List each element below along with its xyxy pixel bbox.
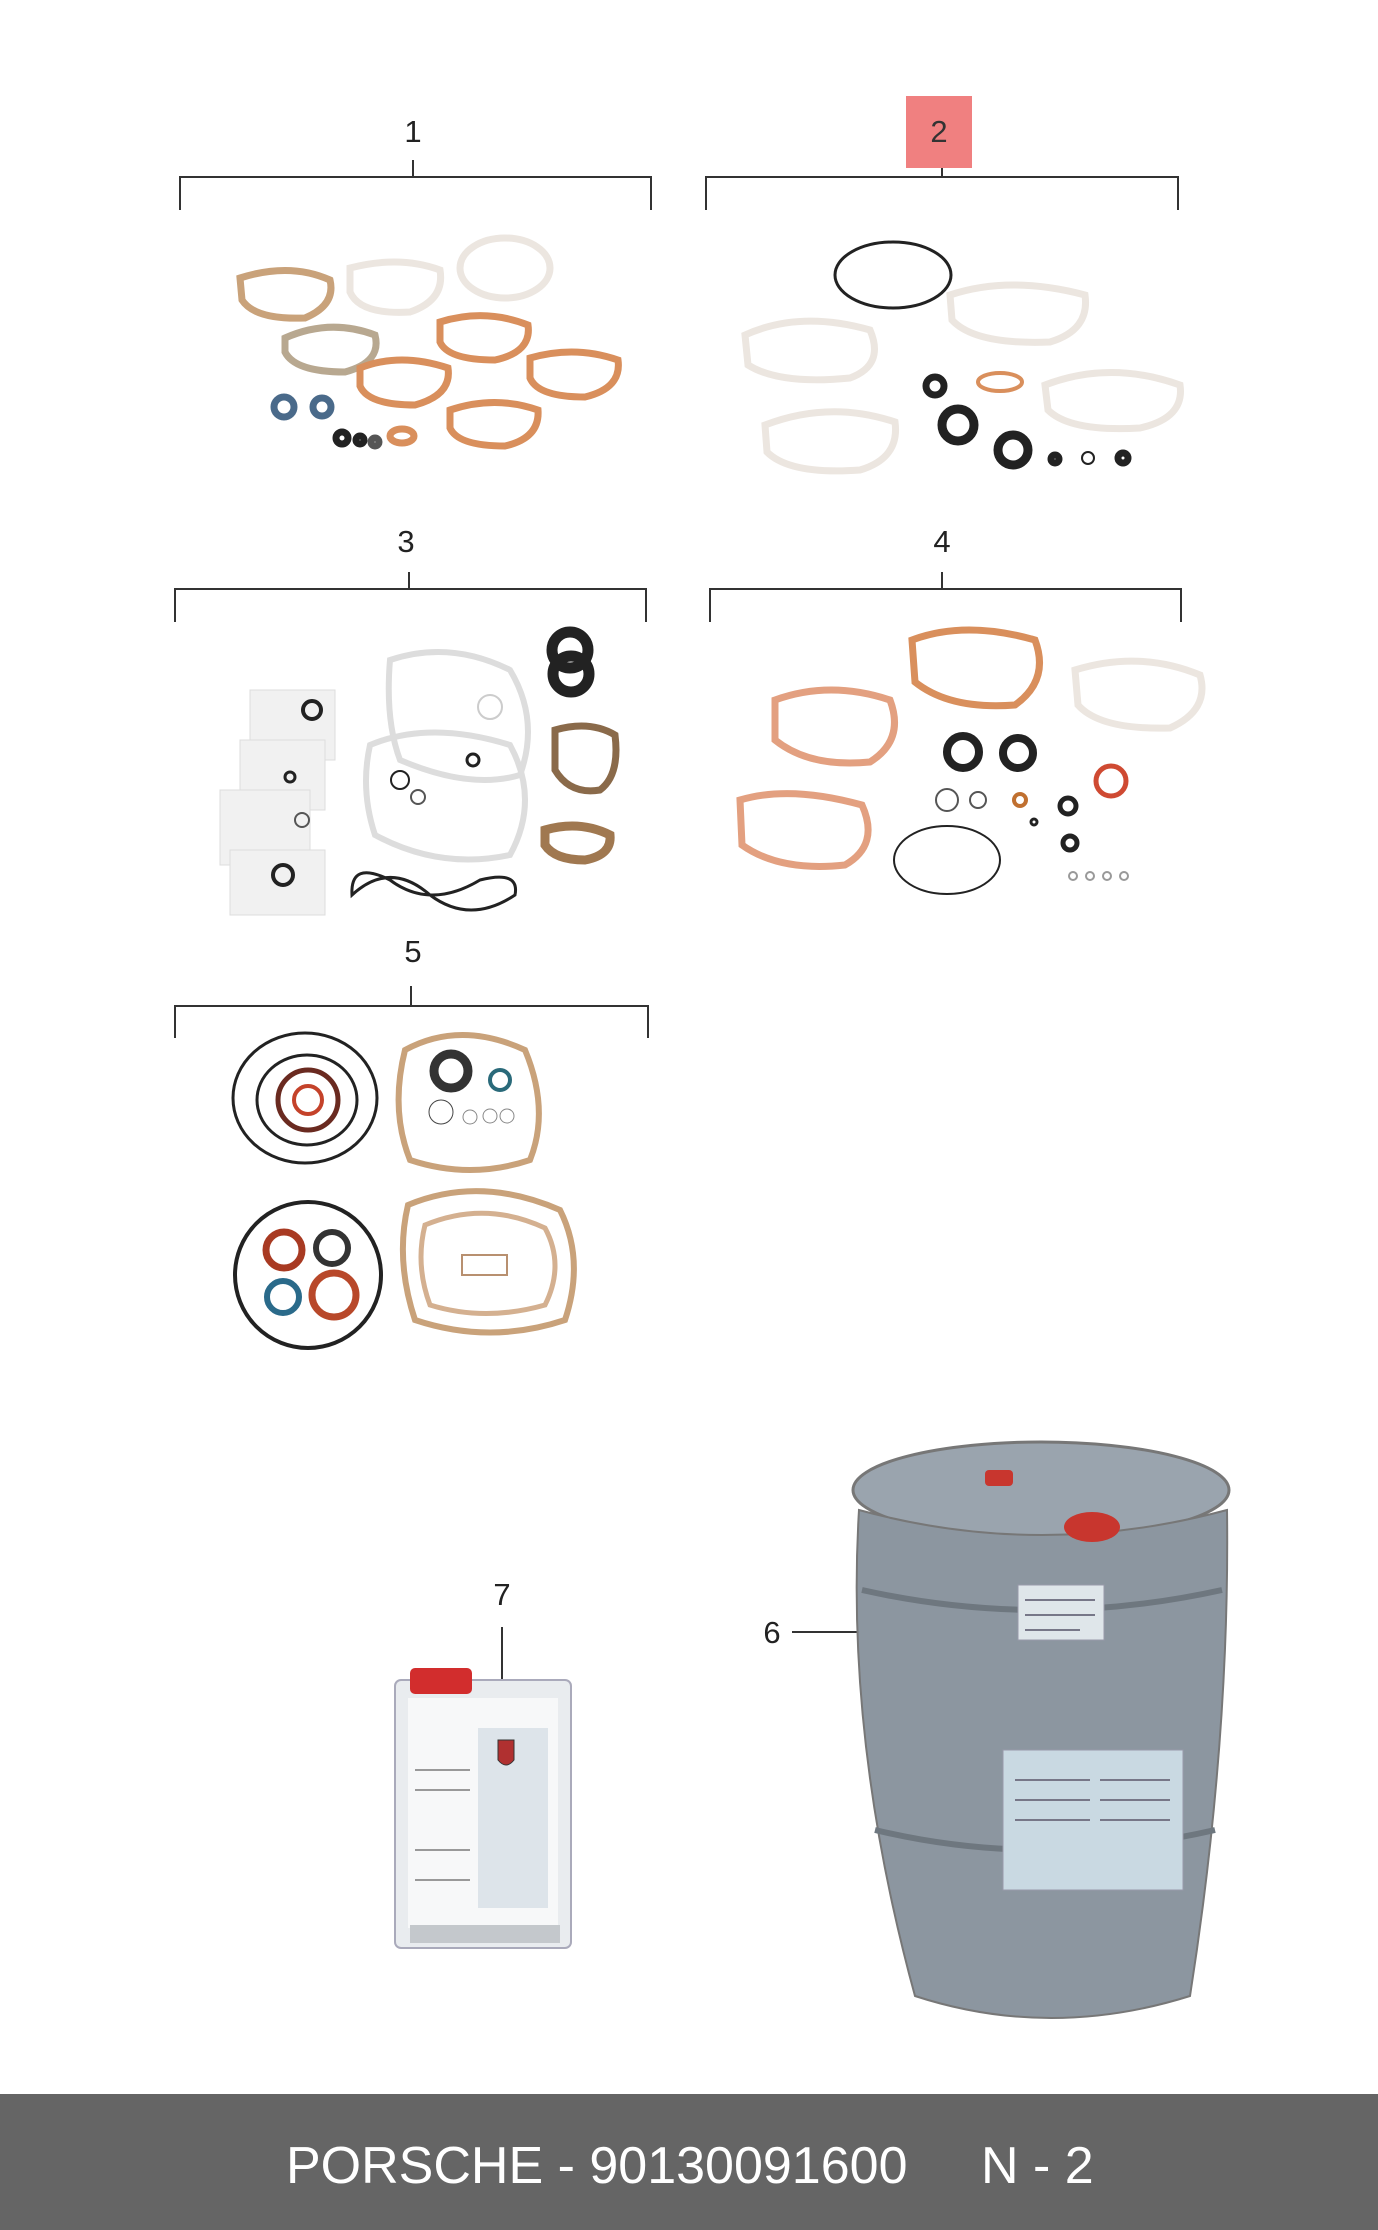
bracket-3 (174, 572, 647, 622)
kit-5-gaskets (231, 1031, 577, 1350)
callout-5: 5 (404, 934, 422, 969)
bracket-5 (174, 986, 649, 1038)
bracket-lines (174, 160, 1182, 1680)
kit-2-gaskets (741, 240, 1184, 475)
callout-1: 1 (404, 114, 422, 149)
bracket-2 (705, 168, 1179, 210)
bracket-4 (709, 572, 1182, 622)
callout-6: 6 (763, 1615, 781, 1650)
footer-bar (0, 2094, 1378, 2230)
footer-page-number: N - 2 (981, 2137, 1094, 2195)
gearbox-oil-drum (851, 1440, 1231, 2019)
gearbox-oil-bottle (394, 1668, 572, 1949)
footer-part-number: PORSCHE - 90130091600 (286, 2137, 908, 2195)
kit-4-gaskets (736, 626, 1206, 895)
callout-2-highlighted: 2 (906, 96, 972, 168)
kit-3-gaskets (219, 626, 620, 916)
callout-4: 4 (933, 524, 951, 559)
bracket-1 (179, 160, 652, 210)
callout-3: 3 (397, 524, 415, 559)
kit-1-gaskets (236, 234, 622, 450)
callout-7: 7 (493, 1577, 511, 1612)
